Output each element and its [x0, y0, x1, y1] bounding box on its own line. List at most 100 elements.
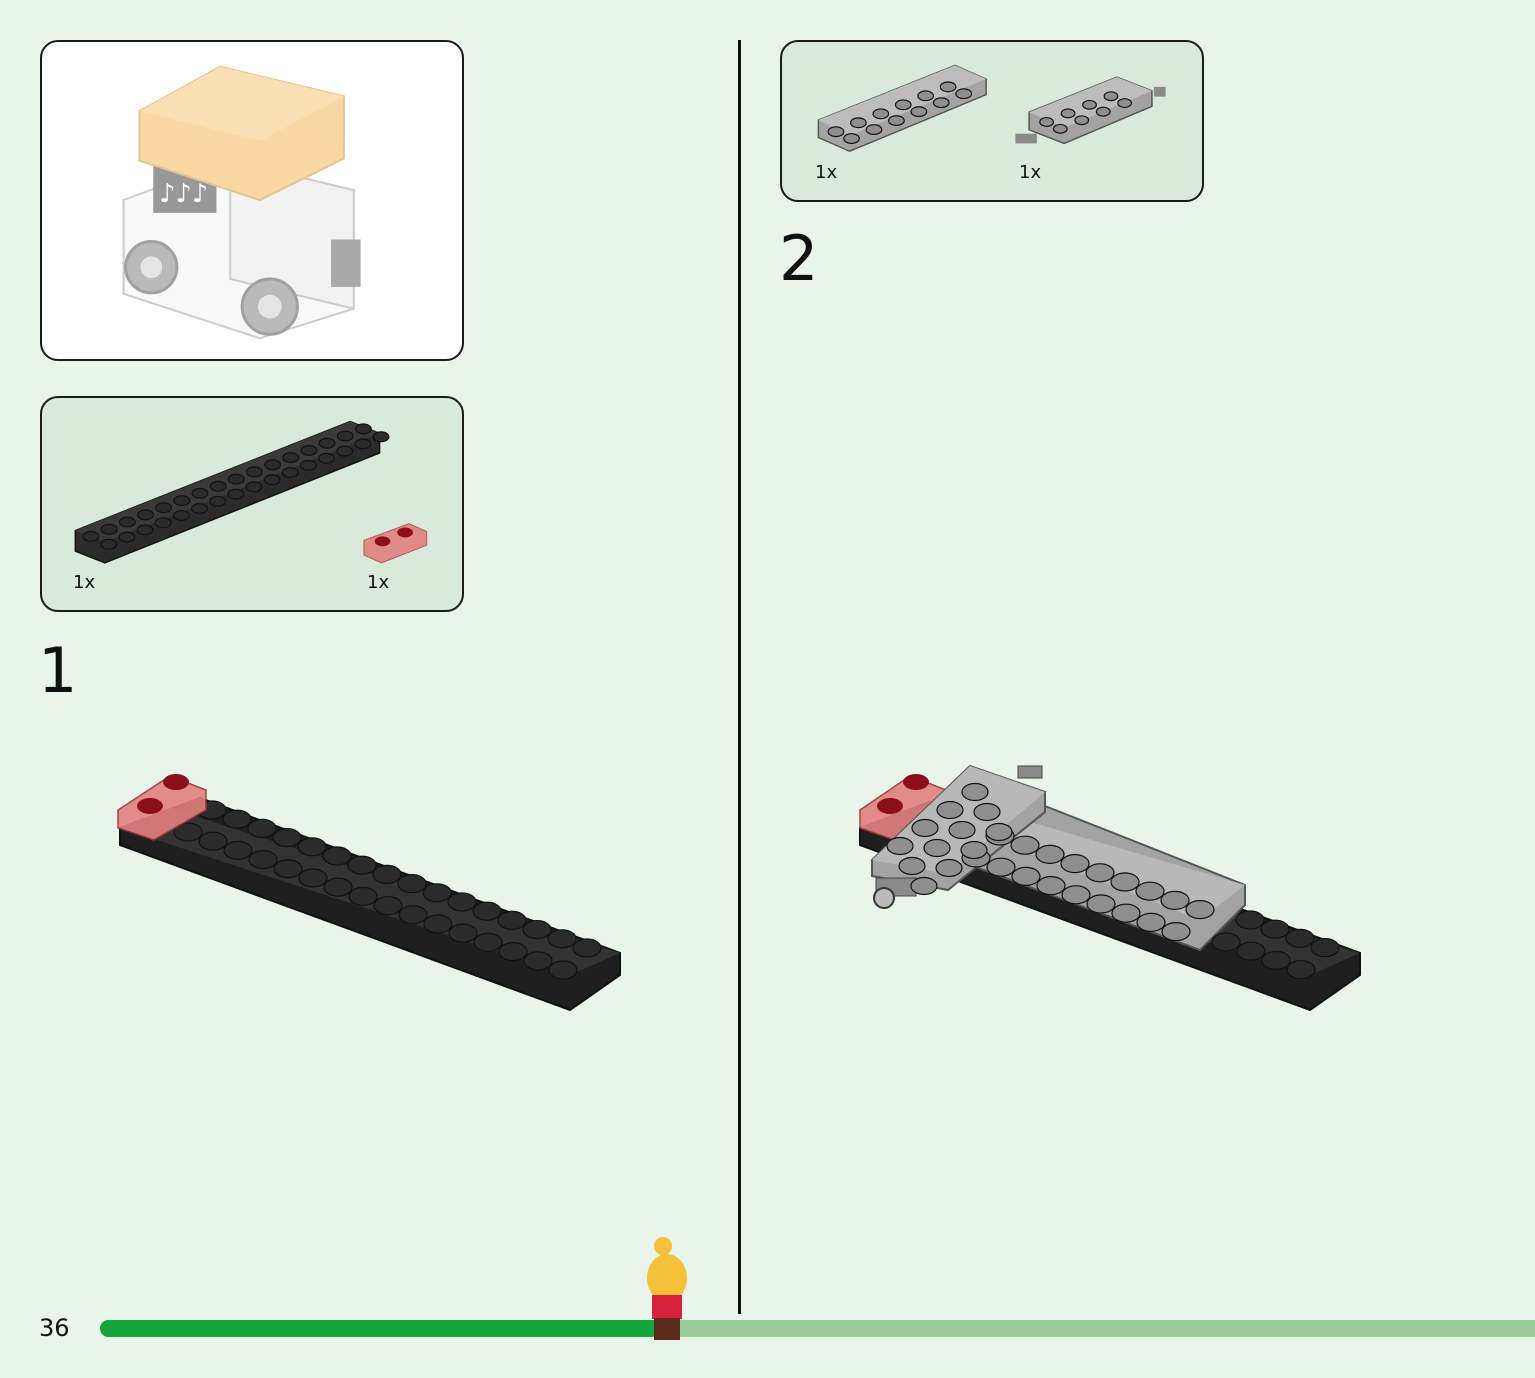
stud — [1185, 899, 1215, 920]
stud — [522, 919, 552, 940]
stud — [865, 124, 883, 136]
step1-parts-art — [74, 420, 428, 564]
stud — [894, 99, 912, 111]
stud — [398, 905, 428, 925]
stud — [348, 886, 378, 907]
stud — [1111, 903, 1141, 923]
stud — [1010, 835, 1040, 855]
stud — [1060, 853, 1090, 874]
stud — [282, 452, 300, 464]
part-quantity: 1x — [73, 572, 96, 593]
stud — [910, 106, 928, 118]
stud — [1011, 866, 1041, 887]
stud — [1060, 108, 1076, 119]
stud — [100, 523, 118, 535]
stud — [1086, 894, 1116, 914]
stud — [572, 938, 602, 958]
stud — [1285, 928, 1315, 949]
stud — [397, 873, 427, 894]
stud — [423, 914, 453, 934]
stud — [1310, 937, 1340, 958]
step-number: 2 — [779, 222, 819, 295]
stud — [1085, 863, 1115, 883]
stud — [154, 517, 172, 529]
trans-red-plate-1x2-icon — [363, 523, 428, 564]
step2-parts-art — [817, 64, 1166, 153]
step2-parts-panel: 1x 1x — [780, 40, 1204, 202]
stud — [373, 895, 403, 916]
stud — [1082, 99, 1097, 110]
stud — [1136, 912, 1166, 933]
stud — [917, 90, 935, 102]
finished-vehicle-icon: ♪♪♪ — [122, 65, 361, 340]
stud — [322, 846, 352, 866]
stud — [1095, 106, 1111, 117]
stud — [264, 459, 282, 471]
stud — [448, 923, 478, 943]
stud — [948, 820, 976, 840]
model-preview-panel: ♪♪♪ — [40, 40, 464, 361]
stud — [263, 474, 281, 486]
stud — [1117, 98, 1133, 109]
stud — [498, 941, 528, 962]
stud — [354, 423, 372, 435]
stud — [886, 836, 914, 856]
stud — [523, 951, 553, 971]
stud — [172, 510, 190, 522]
stud — [932, 97, 950, 109]
stud — [1074, 115, 1090, 126]
stud — [548, 960, 578, 980]
step1-assembly-illustration — [117, 774, 621, 1012]
stud — [1236, 941, 1266, 961]
stud — [827, 126, 845, 138]
stud — [173, 822, 203, 842]
stud — [323, 877, 353, 897]
stud — [281, 467, 299, 479]
svg-text:♪♪♪: ♪♪♪ — [159, 179, 208, 209]
stud — [1103, 91, 1119, 102]
part-quantity: 1x — [367, 572, 390, 593]
stud — [223, 840, 253, 861]
stud — [118, 516, 136, 528]
stud — [985, 822, 1013, 842]
progress-fill — [100, 1320, 660, 1337]
stud — [939, 81, 957, 93]
page-number: 36 — [39, 1314, 70, 1342]
stud — [300, 444, 318, 456]
stud — [247, 818, 277, 839]
stud — [1039, 117, 1055, 127]
stud — [1061, 885, 1091, 905]
step1-parts-panel: 1x 1x — [40, 396, 464, 612]
stud — [173, 495, 191, 507]
stud — [960, 840, 988, 860]
step-divider — [738, 40, 741, 1314]
stud — [973, 802, 1001, 822]
step2-assembly-illustration — [859, 764, 1361, 1012]
stud — [923, 838, 951, 858]
stud — [347, 855, 377, 875]
stud — [245, 481, 263, 493]
stud — [82, 530, 100, 542]
stud — [118, 531, 136, 543]
stud — [888, 115, 905, 127]
stud — [246, 466, 263, 478]
part-quantity: 1x — [1019, 162, 1042, 183]
stud — [191, 487, 209, 499]
stud — [473, 932, 503, 953]
stud — [209, 495, 227, 507]
stud — [155, 502, 173, 514]
stud — [227, 488, 245, 500]
stud — [1261, 950, 1291, 971]
stud — [961, 782, 989, 802]
stud — [354, 438, 372, 450]
stud — [1135, 881, 1165, 901]
stud — [318, 437, 336, 449]
stud — [198, 831, 228, 851]
stud — [1160, 890, 1190, 911]
stud — [910, 876, 938, 896]
stud — [299, 459, 317, 471]
stud — [1211, 932, 1241, 952]
stud — [911, 818, 939, 838]
stud — [222, 809, 252, 829]
stud — [1235, 910, 1265, 930]
